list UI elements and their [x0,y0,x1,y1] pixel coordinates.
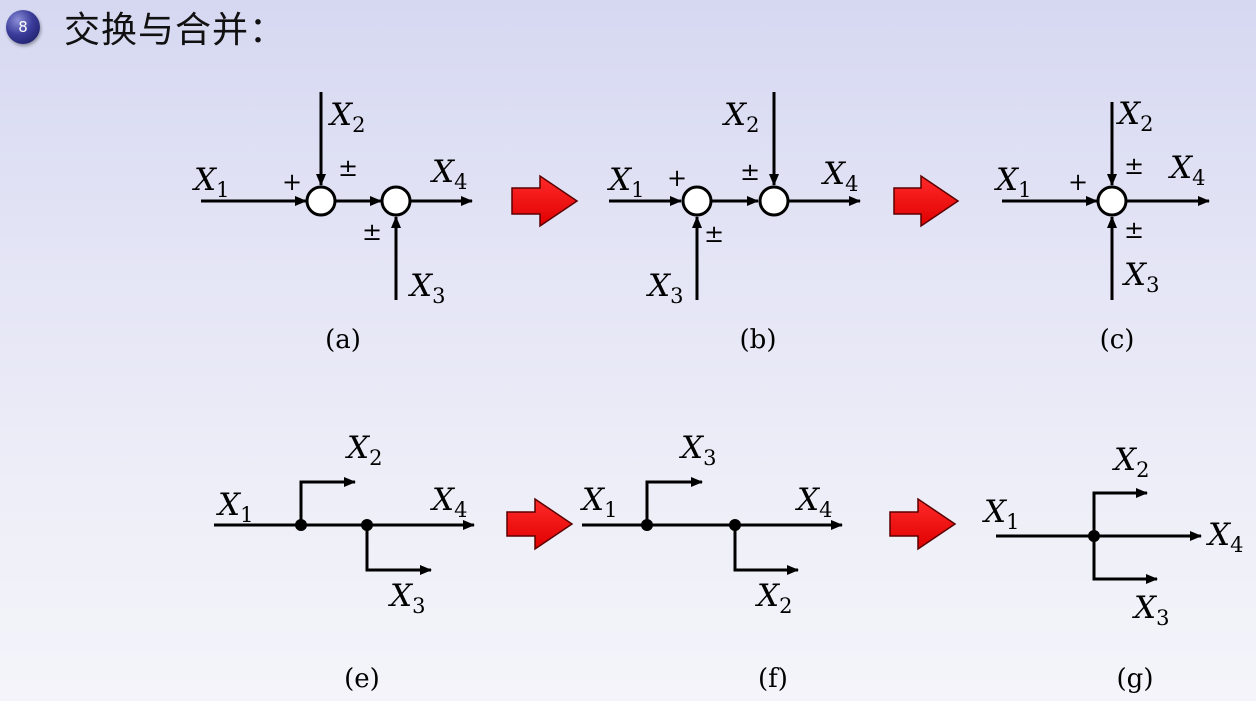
summing-junction [681,185,713,217]
diagram-e-labels: X1 X2 X4 X3 (e) [216,430,467,694]
label-x1: X1 [982,494,1019,534]
diagram-f [582,477,843,575]
label-x2: X2 [755,578,792,618]
branch-x3 [645,477,703,525]
diagram-f-labels: X1 X3 X4 X2 (f) [580,430,832,694]
transform-arrow-icon [889,497,957,551]
label-x2: X2 [328,97,365,137]
branch-x2 [733,525,799,575]
caption-c: (c) [1100,325,1135,355]
transform-arrow-icon [511,174,579,228]
diagram-a-labels: X1 X2 X4 X3 + ± ± (a) [192,97,467,355]
diagram-e [214,477,475,575]
label-x4: X4 [1206,517,1243,557]
label-x2: X2 [1116,96,1153,136]
caption-g: (g) [1117,664,1154,694]
label-x4: X4 [795,482,832,522]
pickoff-point [295,519,307,531]
branch-x3 [365,525,432,575]
transform-arrow-icon [506,497,574,551]
label-x1: X1 [607,162,644,202]
branch-x2 [1092,488,1148,536]
sign-plus: + [667,164,687,192]
label-x3: X3 [679,430,716,470]
label-x3: X3 [408,268,445,308]
sign-plus-minus: ± [740,158,760,186]
summing-junction [305,185,337,217]
label-x1: X1 [994,162,1031,202]
label-x3: X3 [1122,257,1159,297]
label-x4: X4 [1168,150,1205,190]
pickoff-point [641,519,653,531]
label-x1: X1 [216,487,253,527]
caption-b: (b) [740,325,777,355]
sign-plus-minus: ± [362,218,382,246]
caption-f: (f) [758,664,788,694]
label-x3: X3 [388,578,425,618]
caption-a: (a) [325,325,361,355]
slide-header: 8 交换与合并： [6,4,287,51]
branch-x2 [299,477,356,525]
sign-plus-minus: ± [704,220,724,248]
label-x2: X2 [722,97,759,137]
diagram-g [996,488,1202,584]
pickoff-point [361,519,373,531]
sign-plus-minus: ± [338,154,358,182]
diagram-c [1002,102,1210,300]
transform-arrows [506,174,960,551]
label-x2: X2 [1112,442,1149,482]
sign-plus-minus: ± [1124,152,1144,180]
diagram-c-labels: X1 X2 X4 X3 + ± ± (c) [994,96,1205,355]
diagram-a [201,92,473,300]
label-x2: X2 [345,430,382,470]
label-x3: X3 [1132,590,1169,630]
sign-plus: + [1068,168,1088,196]
pickoff-point [729,519,741,531]
summing-junction [758,185,790,217]
slide-title: 交换与合并： [64,10,287,51]
label-x4: X4 [430,482,467,522]
label-x4: X4 [821,156,858,196]
summing-junction [380,185,412,217]
caption-e: (e) [344,664,380,694]
pickoff-point [1088,530,1100,542]
transform-arrow-icon [893,174,960,228]
label-x3: X3 [646,268,683,308]
branch-x3 [1092,536,1158,584]
sign-plus: + [282,168,302,196]
sign-plus-minus: ± [1124,216,1144,244]
label-x1: X1 [580,482,617,522]
diagram-g-labels: X1 X2 X4 X3 (g) [982,442,1243,694]
numbered-bullet-icon: 8 [6,10,40,44]
diagram-b [609,92,861,300]
label-x1: X1 [192,162,229,202]
label-x4: X4 [430,154,467,194]
diagram-b-labels: X1 X2 X4 X3 + ± ± (b) [607,97,858,355]
summing-junction [1096,185,1128,217]
